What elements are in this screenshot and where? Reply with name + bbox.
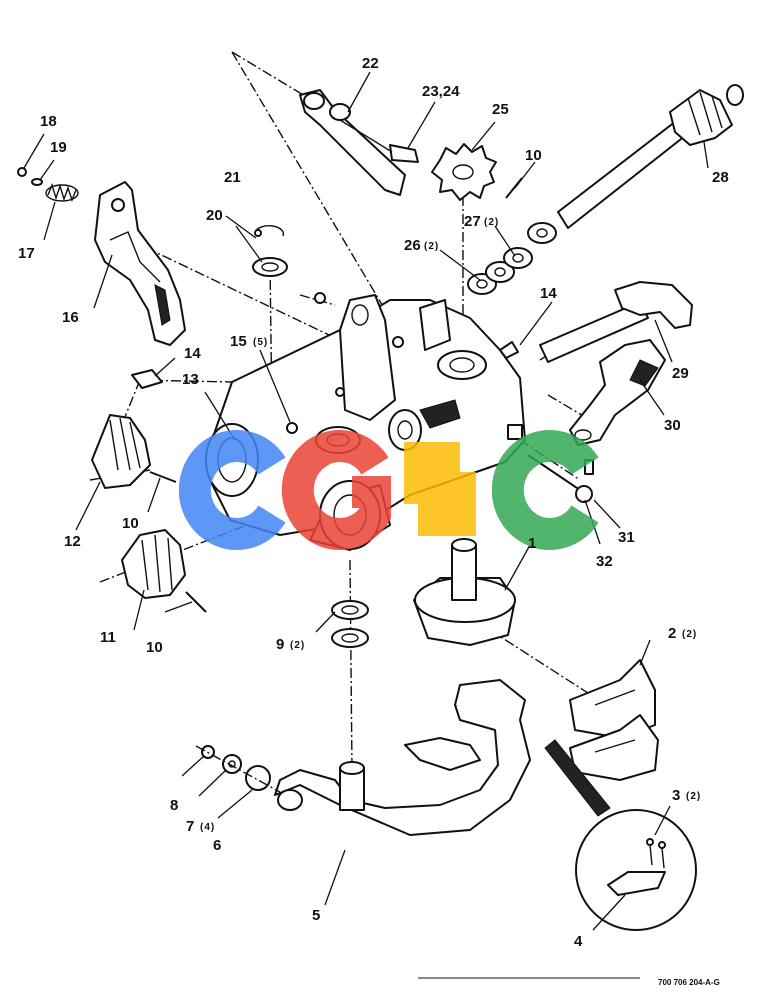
part-28-shaft (557, 84, 744, 229)
part-2-jaws (569, 659, 659, 781)
part-30-yoke (569, 339, 666, 446)
callout-14-right: 14 (540, 285, 557, 302)
part-1-spindle (413, 538, 516, 646)
callout-26-qty: (2) (424, 241, 439, 252)
callout-20: 20 (206, 207, 223, 224)
callout-10-left-a: 10 (122, 515, 139, 532)
part-6-7-8-hardware (195, 745, 281, 793)
callout-1: 1 (528, 535, 536, 552)
callout-31: 31 (618, 529, 635, 546)
callout-17: 17 (18, 245, 35, 262)
callout-21: 21 (224, 169, 241, 186)
part-26-27-washers (467, 222, 557, 295)
cgsc-watermark (178, 430, 599, 550)
callout-13: 13 (182, 371, 199, 388)
part-16-guard (94, 181, 186, 346)
callout-30: 30 (664, 417, 681, 434)
callout-16: 16 (62, 309, 79, 326)
part-14-left-clip (131, 369, 163, 389)
part-10-left-pin-a (149, 471, 177, 483)
callout-3-qty: (2) (686, 791, 701, 802)
part-23-24-bolt (339, 119, 419, 163)
callout-22: 22 (362, 55, 379, 72)
callout-7: 7 (186, 818, 194, 835)
callout-26: 26 (404, 237, 421, 254)
callout-6: 6 (213, 837, 221, 854)
callout-23-24: 23,24 (422, 83, 460, 100)
callout-2: 2 (668, 625, 676, 642)
part-25-gear (431, 143, 497, 201)
callout-11: 11 (100, 629, 116, 646)
callout-8: 8 (170, 797, 178, 814)
callout-10-top: 10 (525, 147, 542, 164)
watermark-letter-c2 (491, 430, 599, 550)
watermark-letter-s (404, 442, 476, 536)
part-11-cutter (121, 529, 186, 599)
callout-32: 32 (596, 553, 613, 570)
drawing-number: 700 706 204-A-G (658, 978, 720, 987)
callout-25: 25 (492, 101, 509, 118)
callout-7-qty: (4) (200, 822, 215, 833)
part-17-spring (45, 182, 79, 203)
callout-15: 15 (230, 333, 247, 350)
watermark-letter-g (281, 430, 391, 550)
part-10-left-pin-b (185, 591, 207, 613)
part-9-washers (331, 600, 369, 648)
part-12-cutter (91, 414, 151, 489)
callout-10-left-b: 10 (146, 639, 163, 656)
part-22-bracket (299, 89, 406, 196)
callout-19: 19 (50, 139, 67, 156)
part-15-screws (286, 292, 326, 434)
callout-9: 9 (276, 636, 284, 653)
callout-27: 27 (464, 213, 481, 230)
part-18-19-pin (17, 167, 43, 186)
callout-14-left: 14 (184, 345, 201, 362)
watermark-letter-c1 (178, 430, 286, 550)
callout-28: 28 (712, 169, 729, 186)
callout-18: 18 (40, 113, 57, 130)
callout-3: 3 (672, 787, 680, 804)
part-29-rod (539, 281, 693, 363)
callout-4: 4 (574, 933, 583, 950)
callout-15-qty: (5) (253, 337, 268, 348)
callout-12: 12 (64, 533, 81, 550)
callout-27-qty: (2) (484, 217, 499, 228)
callout-9-qty: (2) (290, 640, 305, 651)
part-14-right-clip (499, 341, 519, 359)
leader-lines (23, 71, 709, 931)
callout-labels: 1 2 (2) 3 (2) 4 5 6 7 (4) 8 9 (2) 10 10 … (18, 55, 729, 950)
callout-5: 5 (312, 907, 320, 924)
detail-view-circle (544, 739, 697, 931)
callout-29: 29 (672, 365, 689, 382)
callout-2-qty: (2) (682, 629, 697, 640)
part-20-21-rings (252, 225, 288, 277)
part-5-arm (274, 679, 531, 836)
